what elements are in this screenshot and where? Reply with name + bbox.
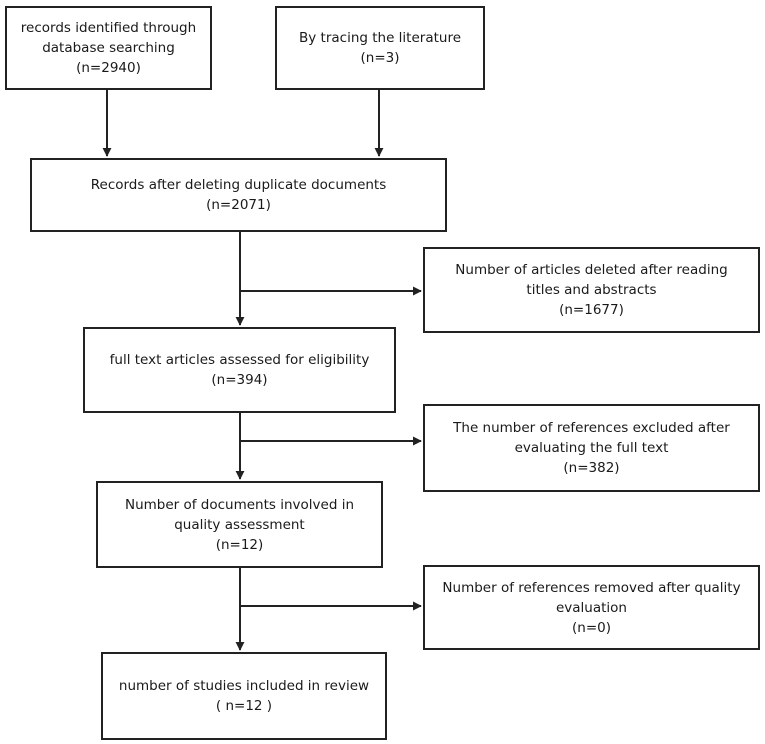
fulltext-assessed-box: full text articles assessed for eligibil… bbox=[83, 327, 396, 413]
fulltext-excluded-box: The number of references excluded after … bbox=[423, 404, 760, 492]
literature-tracing-box: By tracing the literature (n=3) bbox=[275, 6, 485, 90]
quality-removed-box: Number of references removed after quali… bbox=[423, 565, 760, 650]
database-records-line-1: records identified through bbox=[20, 20, 197, 36]
fulltext-assessed-count: (n=394) bbox=[211, 372, 268, 388]
quality-assessment-box: Number of documents involved in quality … bbox=[96, 481, 383, 568]
deduplicated-records-label: Records after deleting duplicate documen… bbox=[90, 177, 387, 193]
fulltext-excluded-line-1: The number of references excluded after bbox=[453, 420, 730, 436]
quality-assessment-count: (n=12) bbox=[215, 536, 264, 553]
deduplicated-records-box: Records after deleting duplicate documen… bbox=[30, 158, 447, 232]
studies-included-box: number of studies included in review ( n… bbox=[101, 652, 387, 740]
studies-included-count: ( n=12 ) bbox=[215, 698, 273, 714]
database-records-line-2: database searching bbox=[42, 40, 175, 56]
fulltext-excluded-line-2: evaluating the full text bbox=[514, 440, 669, 456]
quality-assessment-line-1: Number of documents involved in bbox=[124, 496, 355, 513]
quality-assessment-line-2: quality assessment bbox=[174, 516, 305, 533]
quality-removed-count: (n=0) bbox=[572, 619, 611, 636]
titles-excluded-line-1: Number of articles deleted after reading bbox=[455, 262, 728, 278]
quality-removed-line-2: evaluation bbox=[555, 599, 627, 616]
literature-tracing-label: By tracing the literature bbox=[298, 30, 462, 46]
deduplicated-records-count: (n=2071) bbox=[206, 197, 271, 213]
database-records-count: (n=2940) bbox=[76, 60, 141, 76]
fulltext-excluded-count: (n=382) bbox=[563, 460, 620, 476]
titles-abstracts-excluded-box: Number of articles deleted after reading… bbox=[423, 247, 760, 333]
titles-excluded-line-2: titles and abstracts bbox=[526, 282, 657, 298]
database-records-box: records identified through database sear… bbox=[5, 6, 212, 90]
titles-excluded-count: (n=1677) bbox=[559, 302, 624, 318]
studies-included-label: number of studies included in review bbox=[118, 678, 370, 694]
literature-tracing-count: (n=3) bbox=[360, 50, 400, 66]
fulltext-assessed-label: full text articles assessed for eligibil… bbox=[109, 352, 370, 368]
quality-removed-line-1: Number of references removed after quali… bbox=[442, 579, 741, 596]
